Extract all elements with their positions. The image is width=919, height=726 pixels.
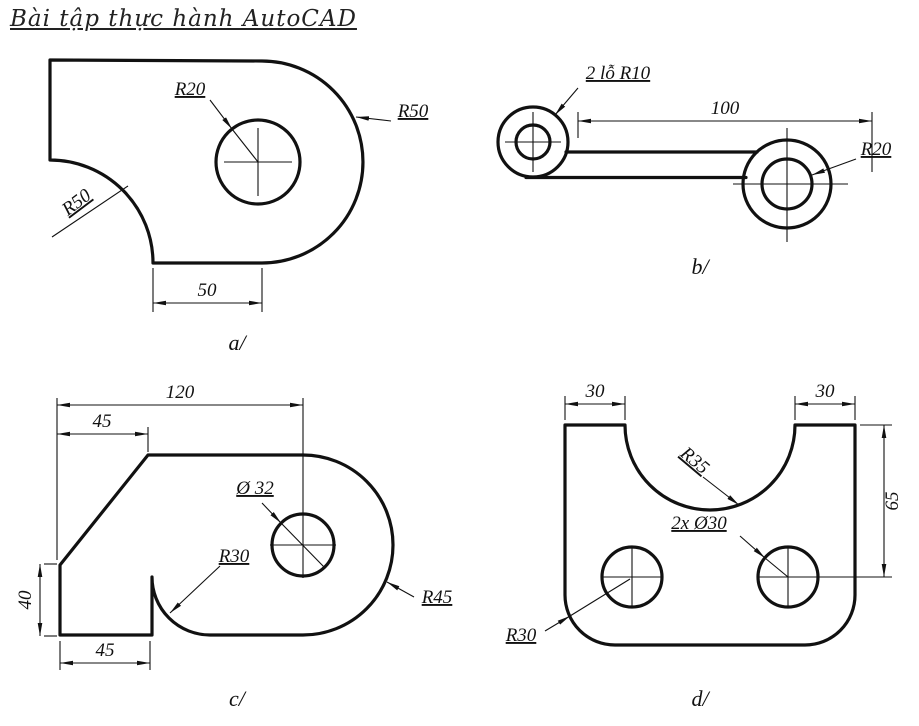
leader-line <box>280 522 326 569</box>
leader-line <box>554 87 579 116</box>
figure-a: R20 R50 R50 50 a/ <box>48 58 429 355</box>
dim-label-45-top: 45 <box>93 411 112 432</box>
dim-label-45-bottom: 45 <box>96 640 115 661</box>
radius-label-r30: R30 <box>218 546 250 567</box>
leader-line <box>355 116 392 122</box>
dim-label-40: 40 <box>15 590 36 610</box>
dim-label-30-left: 30 <box>585 381 606 402</box>
leader-line <box>764 557 789 578</box>
dim-label-120: 120 <box>166 382 195 403</box>
radius-label-r50-outer: R50 <box>397 101 429 122</box>
radius-label-r30: R30 <box>505 625 537 646</box>
figure-b: 2 lỗ R10 100 R20 b/ <box>496 63 892 279</box>
dim-label-100: 100 <box>711 98 740 119</box>
figure-caption: a/ <box>228 330 247 355</box>
dim-label-65: 65 <box>882 492 903 511</box>
diameter-label-d32: Ø 32 <box>235 478 274 499</box>
radius-label-r50-fillet: R50 <box>57 185 95 221</box>
holes-label: 2x Ø30 <box>671 513 727 534</box>
leader-line <box>544 615 571 632</box>
part-outline <box>58 453 395 637</box>
part-outline <box>563 423 857 647</box>
radius-label-r20: R20 <box>174 79 206 100</box>
figure-d: R35 2x Ø30 R30 30 30 65 d/ <box>505 381 903 711</box>
figure-caption: b/ <box>691 254 710 279</box>
leader-line <box>702 476 740 506</box>
leader-line <box>209 99 233 130</box>
leader-line <box>51 185 129 238</box>
radius-label-r35: R35 <box>675 442 713 478</box>
leader-line <box>231 128 259 163</box>
hole-circle-r20 <box>214 118 302 206</box>
figure-c: 120 45 Ø 32 R30 R45 40 45 c/ <box>15 382 452 711</box>
dim-label-30-right: 30 <box>815 381 836 402</box>
figure-caption: d/ <box>691 686 710 711</box>
radius-label-r20: R20 <box>860 139 892 160</box>
dim-label-50: 50 <box>198 280 218 301</box>
leader-line <box>739 535 766 559</box>
radius-label-r45: R45 <box>421 587 453 608</box>
sheet-title: Bài tập thực hành AutoCAD <box>10 6 357 32</box>
leader-line <box>811 158 857 176</box>
leader-line <box>261 502 282 524</box>
leader-line <box>169 565 221 614</box>
leader-line <box>386 581 415 598</box>
figure-caption: c/ <box>229 686 247 711</box>
leader-line <box>569 578 631 617</box>
holes-label: 2 lỗ R10 <box>586 63 651 84</box>
part-outline <box>48 58 365 265</box>
